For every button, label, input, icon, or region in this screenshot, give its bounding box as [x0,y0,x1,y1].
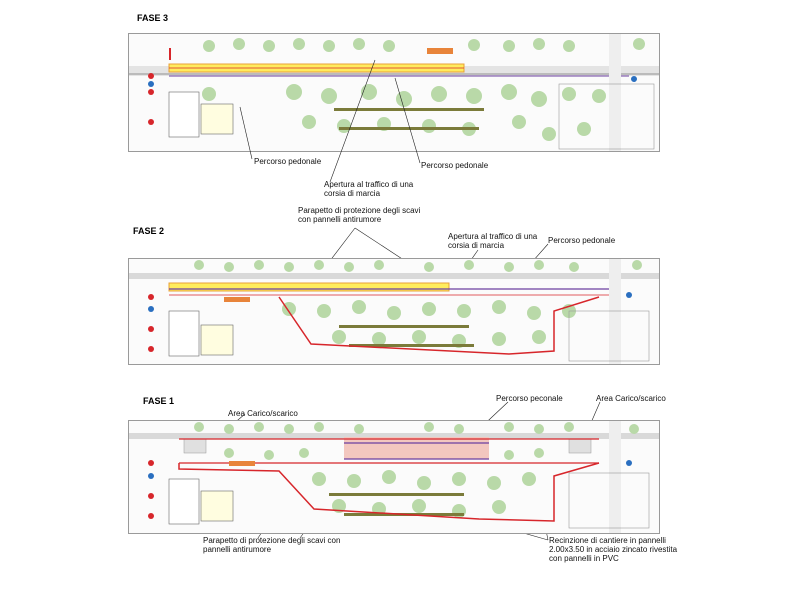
label-loading-left-fase1: Area Carico/scarico [228,409,298,418]
label-parapet-fase1-text: Parapetto di protezione degli scavi con … [203,536,341,554]
site-plan-fase3 [128,33,660,152]
site-plan-drawing-fase3 [129,34,659,151]
label-pedestrian-right-fase3: Percorso pedonale [421,161,489,170]
phase-title-fase2: FASE 2 [133,226,165,236]
label-parapet-fase2: Parapetto di protezione degli scavi con … [298,206,428,224]
label-traffic-fase2-text: Apertura al traffico di una corsia di ma… [448,232,538,250]
phase-title-fase1: FASE 1 [143,396,175,406]
site-plan-fase1 [128,420,660,534]
label-parapet-fase2-text: Parapetto di protezione degli scavi con … [298,206,421,224]
phase-title-fase3: FASE 3 [137,13,169,23]
site-plan-drawing-fase1 [129,421,659,533]
site-plan-drawing-fase2 [129,259,659,364]
label-fence-fase1-text: Recinzione di cantiere in pannelli 2.00x… [549,536,678,563]
label-traffic-fase2: Apertura al traffico di una corsia di ma… [448,232,548,250]
label-parapet-fase1: Parapetto di protezione degli scavi con … [203,536,343,554]
label-fence-fase1: Recinzione di cantiere in pannelli 2.00x… [549,536,689,563]
label-traffic-fase3-text: Apertura al traffico di una corsia di ma… [324,180,414,198]
label-pedestrian-left-fase3: Percorso pedonale [254,157,322,166]
label-loading-right-fase1: Area Carico/scarico [596,394,666,403]
label-traffic-fase3: Apertura al traffico di una corsia di ma… [324,180,424,198]
label-pedestrian-fase1: Percorso peconale [496,394,563,403]
site-plan-fase2 [128,258,660,365]
label-pedestrian-fase2: Percorso pedonale [548,236,616,245]
